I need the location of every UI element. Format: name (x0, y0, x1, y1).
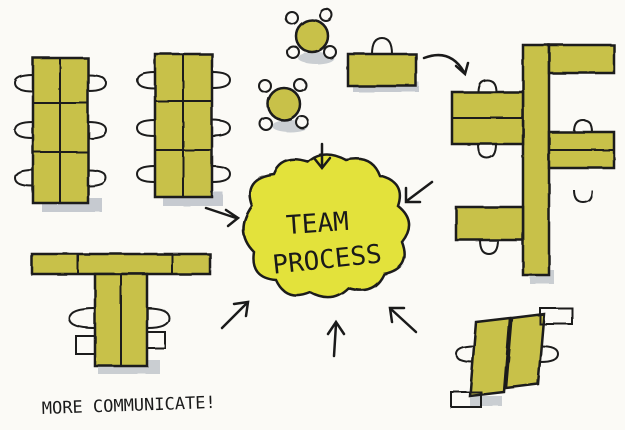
arrow-icon-bottom (326, 319, 346, 358)
desk-cluster-bottom-right (450, 307, 573, 408)
arrow-icon-right (404, 180, 434, 204)
footer-note: MORE COMMUNICATE! (41, 393, 216, 419)
desk-cluster-left-1 (13, 56, 108, 212)
desk-cluster-bottom-left (30, 252, 212, 374)
arrow-icon-lower-left (220, 300, 250, 330)
arrow-icons-to-cloud (204, 142, 434, 358)
round-table-middle (258, 78, 309, 132)
desk-cluster-right (450, 43, 616, 284)
arrow-icon-top (312, 142, 332, 171)
desk-cluster-left-2 (135, 52, 232, 206)
arrow-icon-lower-right (388, 306, 418, 334)
arrow-icon-left (204, 206, 241, 228)
desk-top-small (346, 36, 419, 92)
arrow-icon (422, 53, 470, 77)
round-table-top (285, 8, 337, 64)
cloud-label-line1: TEAM (285, 207, 350, 241)
team-process-cloud: TEAM PROCESS (242, 153, 411, 299)
